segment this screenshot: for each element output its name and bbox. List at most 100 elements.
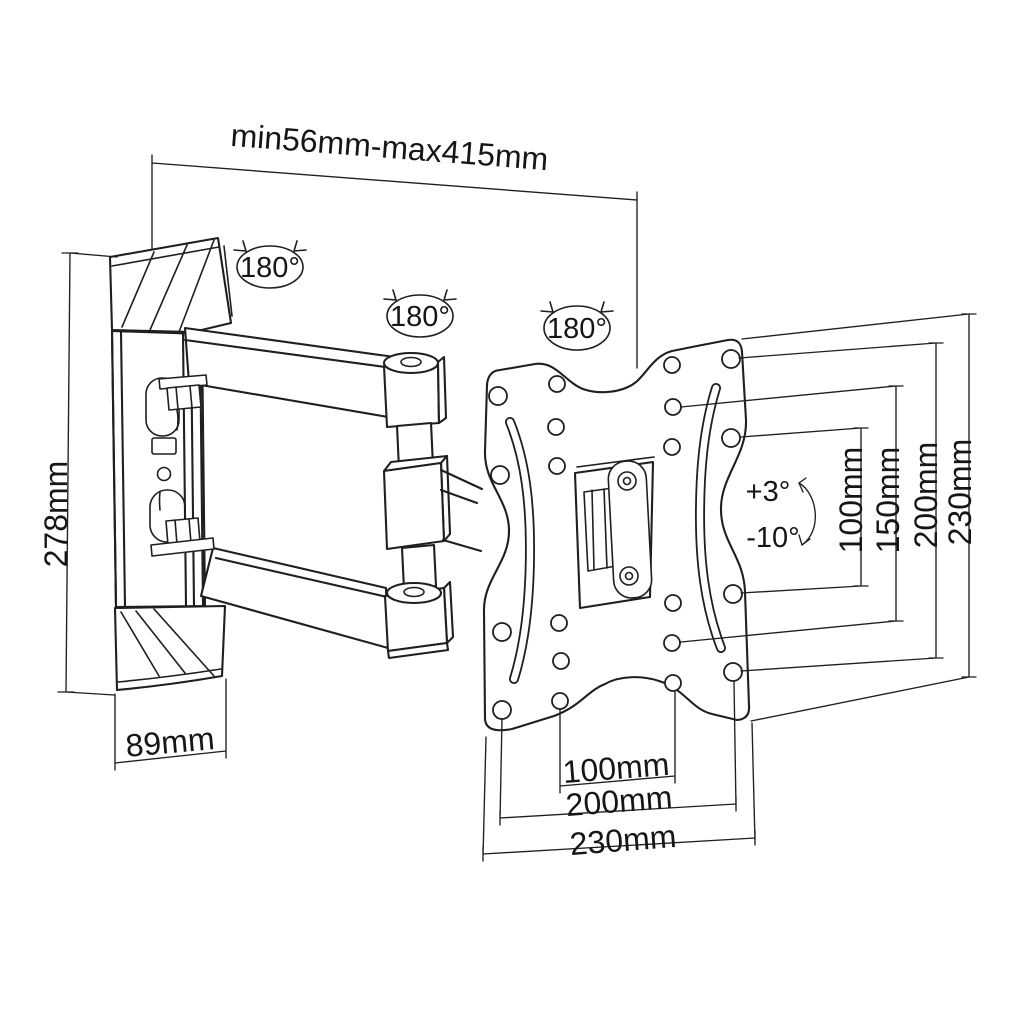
tilt-up-label: +3° xyxy=(746,476,791,508)
tilt-down-label: -10° xyxy=(746,522,800,554)
arm-link xyxy=(382,351,455,660)
tilt-bolt-bottom xyxy=(619,566,639,586)
dim-vesa-vertical-100: 100mm xyxy=(740,427,869,594)
vesa-holes-part xyxy=(721,428,741,448)
top-cap-body xyxy=(108,236,233,334)
vesa-holes-part xyxy=(548,457,566,475)
vesa-h-100-label: 100mm xyxy=(561,746,670,790)
vesa-holes-part xyxy=(551,692,569,710)
vesa-h-200-label: 200mm xyxy=(564,779,673,823)
tilt-head-top-edge xyxy=(576,456,655,468)
tilt-arc xyxy=(798,482,816,546)
dim-vesa-vertical-200-part xyxy=(738,342,944,672)
head-arm xyxy=(439,468,484,553)
vesa-holes-part xyxy=(663,356,681,374)
rotation-label-1: 180° xyxy=(240,252,300,284)
dim-vesa-horizontal-100: 100mm xyxy=(559,691,676,794)
vesa-holes-part xyxy=(664,594,682,612)
vesa-holes-part xyxy=(663,438,681,456)
dim-vesa-vertical-150: 150mm xyxy=(680,385,906,643)
hinge-hardware xyxy=(150,374,215,557)
dim-arm-reach-part xyxy=(151,154,638,369)
rotation-arrow-ellipse xyxy=(386,294,454,338)
dim-vesa-horizontal-200-part xyxy=(499,681,737,826)
top-hinge-nut xyxy=(166,384,202,411)
vesa-curved-slots xyxy=(505,383,726,684)
rotation-label-2: 180° xyxy=(390,301,450,333)
vesa-holes-part xyxy=(664,674,682,692)
dim-bracket-width: 89mm xyxy=(114,678,227,771)
plate-height-label: 278mm xyxy=(38,461,74,568)
tilt-arc-arrowheads xyxy=(798,477,811,546)
lower-joint-cylinder xyxy=(385,581,443,605)
rotation-label-3: 180° xyxy=(547,313,607,345)
bottom-hinge-bolt-facets xyxy=(158,491,192,545)
vesa-holes-part xyxy=(548,375,566,393)
arm-reach-label: min56mm-max415mm xyxy=(229,117,549,177)
dim-vesa-vertical-100-part xyxy=(740,427,869,594)
bracket-width-label: 89mm xyxy=(124,720,216,764)
upper-arm-body xyxy=(183,326,411,419)
vesa-slot-right-inner xyxy=(696,384,725,652)
tilt-annotation: +3° -10° xyxy=(746,476,816,554)
rotation-badge-1: 180° xyxy=(233,240,307,289)
rotation-arrow-ellipse xyxy=(236,245,304,289)
rotation-badge-3: 180° xyxy=(540,301,614,351)
vesa-holes xyxy=(488,349,743,720)
tilt-bolt-top xyxy=(617,471,637,491)
dim-plate-height-part xyxy=(57,252,118,696)
wall-plate-top-cap xyxy=(108,236,233,334)
vesa-holes-part xyxy=(492,622,512,642)
vesa-v-200-label: 200mm xyxy=(908,442,944,549)
top-cap-facets xyxy=(111,239,233,333)
upper-elbow-side xyxy=(436,355,448,425)
vesa-holes-part xyxy=(721,349,741,369)
vesa-v-150-label: 150mm xyxy=(870,447,906,554)
vesa-holes-part xyxy=(547,418,565,436)
dim-vesa-horizontal-200: 200mm xyxy=(499,681,737,826)
tilt-head-strap xyxy=(607,460,653,599)
vesa-holes-part xyxy=(490,465,510,485)
lower-joint-hole xyxy=(403,586,425,598)
mid-block-front xyxy=(382,461,446,551)
vesa-holes-part xyxy=(723,584,743,604)
lower-arm-crease xyxy=(214,556,389,599)
vesa-h-230-label: 230mm xyxy=(568,818,677,862)
tilt-bolt-bottom-socket xyxy=(624,571,634,581)
bottom-hinge-flange xyxy=(150,537,215,557)
wall-plate-hole xyxy=(156,466,172,482)
link-tube-lower xyxy=(400,543,438,591)
dim-vesa-horizontal-100-part xyxy=(559,691,676,794)
rotation-arrowheads xyxy=(233,240,307,252)
wall-plate-bottom-cap xyxy=(113,604,227,692)
vesa-holes-part xyxy=(552,652,570,670)
rotation-arrowheads xyxy=(540,301,614,313)
tilt-head-window-lines xyxy=(591,488,608,570)
articulating-arm-lower xyxy=(199,546,390,650)
vesa-holes-part xyxy=(550,614,568,632)
tilt-head xyxy=(573,456,655,610)
upper-joint-cylinder xyxy=(382,351,440,375)
dim-plate-height: 278mm xyxy=(38,252,118,696)
vesa-holes-part xyxy=(723,662,743,682)
upper-arm-crease xyxy=(183,338,409,372)
lower-elbow-lip xyxy=(386,641,450,660)
vesa-slot-left-inner xyxy=(506,418,534,683)
dim-vesa-horizontal-230: 230mm xyxy=(482,722,756,862)
dim-vesa-vertical-200: 200mm xyxy=(738,342,944,672)
vesa-holes-part xyxy=(663,634,681,652)
vesa-plate xyxy=(482,338,751,732)
bottom-cap-facets xyxy=(117,608,222,683)
rotation-arrowheads xyxy=(383,289,457,301)
dim-vesa-vertical-230: 230mm xyxy=(741,313,978,722)
bottom-cap-body xyxy=(113,604,227,692)
vesa-holes-part xyxy=(488,386,508,406)
vesa-v-100-label: 100mm xyxy=(833,447,869,554)
rotation-arrow-ellipse xyxy=(543,305,611,351)
upper-joint-hole xyxy=(400,356,422,368)
tilt-bolt-top-socket xyxy=(622,476,632,486)
dim-vesa-horizontal-230-part xyxy=(482,722,756,862)
vesa-holes-part xyxy=(492,700,512,720)
